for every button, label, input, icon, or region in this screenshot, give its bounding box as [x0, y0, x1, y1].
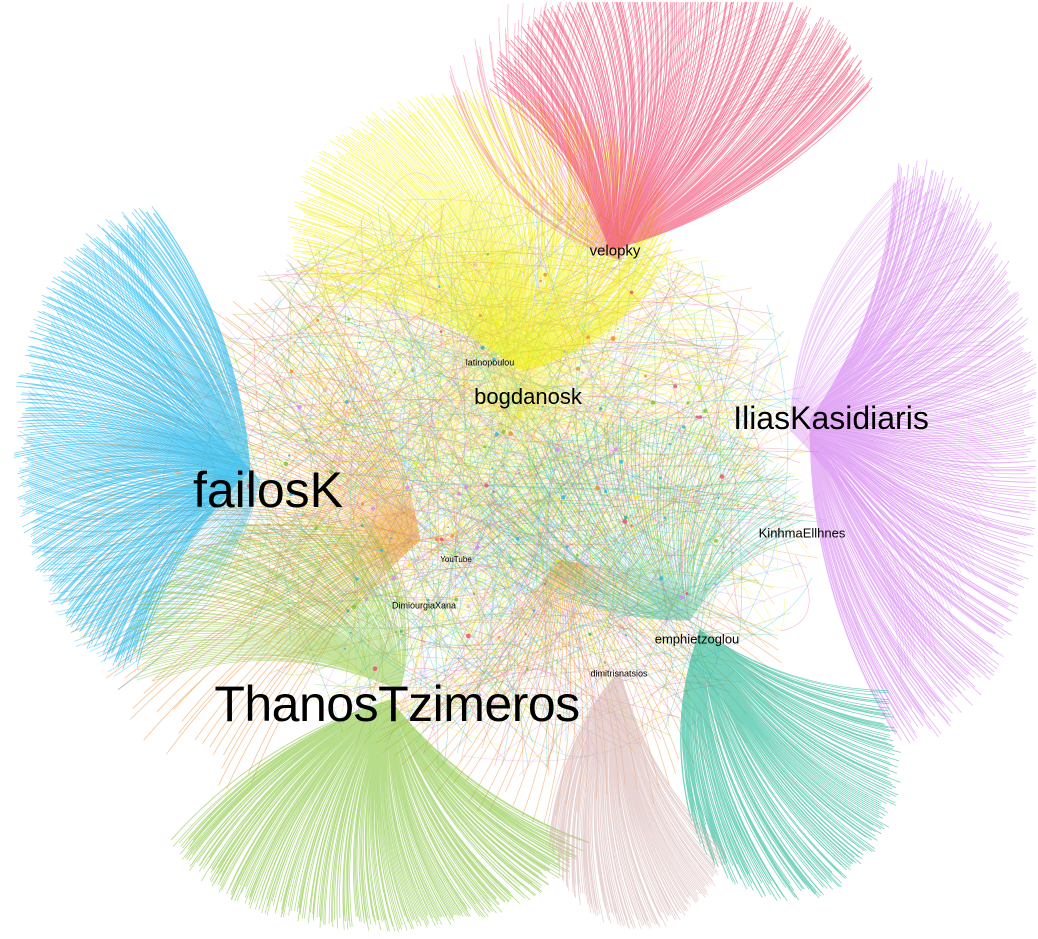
cluster-failosk — [13, 205, 261, 690]
cluster-emphietzoglou — [474, 410, 901, 902]
node-label-kinhmaellhnes: KinhmaEllhnes — [758, 525, 846, 541]
node-label-bogdanosk: bogdanosk — [474, 384, 582, 409]
node-label-latinopoulou: latinopoulou — [465, 357, 515, 368]
cluster-thanostzimeros — [129, 507, 590, 932]
node-label-iliaskasidiaris: IliasKasidiaris — [733, 400, 929, 436]
node-label-failosk: failosK — [192, 462, 344, 518]
node-label-velopky: velopky — [589, 242, 641, 260]
cluster-dimitrisnatsios — [546, 669, 726, 930]
node-label-emphietzoglou: emphietzoglou — [654, 631, 740, 647]
cluster-bogdanosk — [270, 89, 776, 662]
node-label-dimiourgiaxana: DimiourgiaXana — [391, 600, 457, 611]
cluster-orange — [53, 259, 782, 824]
cluster-iliaskasidiaris — [789, 159, 1037, 744]
node-label-youtube: YouTube — [440, 555, 472, 564]
cluster-velopky — [449, 1, 873, 261]
node-dots — [247, 253, 740, 700]
node-label-thanostzimeros: ThanosTzimeros — [214, 676, 580, 732]
node-label-dimitrisnatsios: dimitrisnatsios — [590, 668, 648, 679]
